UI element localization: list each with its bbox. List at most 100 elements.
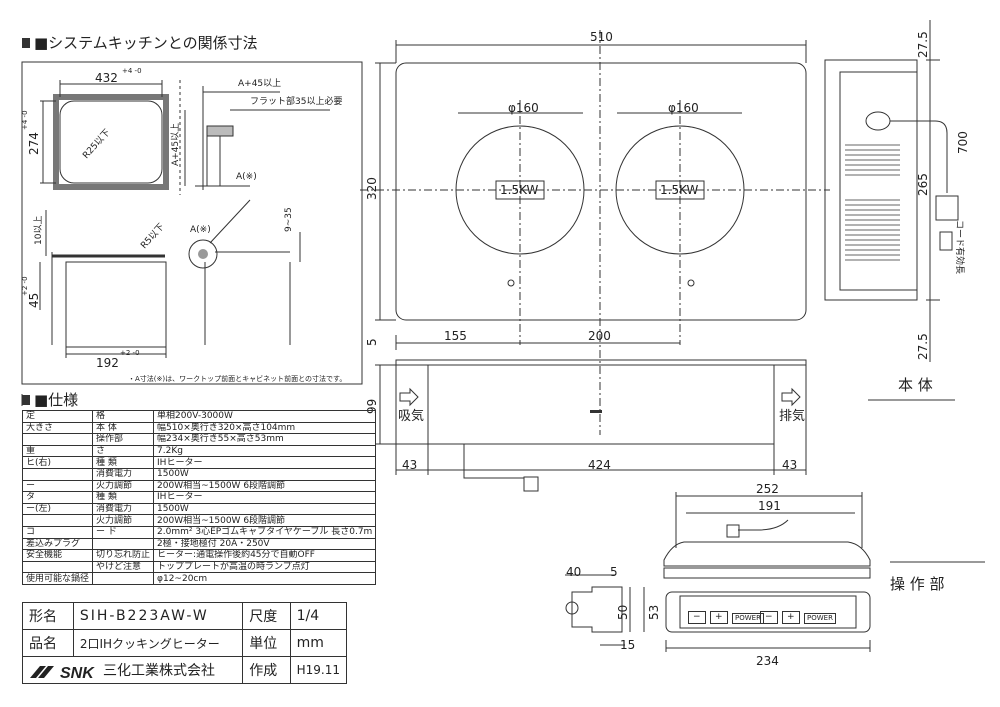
spec-key: 安全機能 xyxy=(21,549,94,562)
panel-d5: 5 xyxy=(610,565,618,579)
spec-value: 2極・接地極付 20A・250V xyxy=(153,537,377,551)
unit-label: 単位 xyxy=(242,629,291,657)
panel-w252: 252 xyxy=(756,482,779,496)
scale-label: 尺度 xyxy=(242,602,291,630)
height-320: 320 xyxy=(365,177,379,200)
cutout-inner xyxy=(59,100,163,184)
spec-key xyxy=(92,537,155,551)
spec-value: IHヒーター xyxy=(153,491,377,504)
spec-key: ー ド xyxy=(92,525,155,539)
spec-row: 操作部幅234×奥行き55×高さ53mm xyxy=(21,433,377,446)
burner-right-dia: φ160 xyxy=(668,101,699,115)
panel-d40: 40 xyxy=(566,565,582,579)
spec-key: 使用可能な鍋径 xyxy=(21,572,94,585)
panel-h50: 50 xyxy=(616,604,630,620)
body-label: 本 体 xyxy=(898,376,933,394)
spec-key xyxy=(21,514,94,527)
a-mark-lower: A(※) xyxy=(190,225,211,235)
depth-10-label: 10以上 xyxy=(34,215,44,245)
spec-key xyxy=(21,467,94,481)
right-margin-43: 43 xyxy=(782,458,798,472)
spec-key: ヒ(右) xyxy=(21,456,94,469)
flat-label: フラット部35以上必要 xyxy=(250,97,343,107)
cooktop-outline xyxy=(395,62,807,321)
h45-label: 45 xyxy=(27,292,41,308)
spec-key: ー xyxy=(21,479,94,493)
h45-tol: +2 -0 xyxy=(21,276,29,296)
a-dimension-note: ・A寸法(※)は、ワークトップ前面とキャビネット前面との寸法です。 xyxy=(128,375,347,383)
cutout-depth-tol: +4 -0 xyxy=(21,110,29,130)
burner-left xyxy=(455,125,585,255)
spec-key: 消費電力 xyxy=(92,467,155,481)
spec-key xyxy=(21,433,94,446)
name-value: 2口IHクッキングヒーター xyxy=(72,629,244,657)
spec-row: 定格単相200V-3000W xyxy=(21,410,377,423)
model-label: 形名 xyxy=(22,602,74,630)
center-width-424: 424 xyxy=(588,458,611,472)
spec-key: 切り忘れ防止 xyxy=(92,549,155,562)
width-510: 510 xyxy=(590,30,613,44)
burner-left-power: 1.5KW xyxy=(500,183,539,197)
date-value: H19.11 xyxy=(289,656,348,684)
w192-tol: +2 -0 xyxy=(120,349,140,357)
right-minus-button: − xyxy=(760,611,778,624)
spec-value: 幅234×奥行き55×高さ53mm xyxy=(153,433,377,446)
cord-length: 700 xyxy=(956,131,970,154)
side-top-27: 27.5 xyxy=(916,31,930,58)
spec-row: 大きさ本 体幅510×奥行き320×高さ104mm xyxy=(21,421,377,435)
spec-key: 消費電力 xyxy=(92,502,155,516)
cutout-width-tol: +4 -0 xyxy=(122,67,142,75)
exhaust-label: 排気 xyxy=(779,409,806,424)
spec-value: 単相200V-3000W xyxy=(153,410,377,423)
spec-key: 操作部 xyxy=(92,433,155,446)
panel-w234: 234 xyxy=(756,654,779,668)
spec-key: 火力調節 xyxy=(92,514,155,527)
spec-key: 火力調節 xyxy=(92,479,155,493)
offset-155: 155 xyxy=(444,329,467,343)
panel-w191: 191 xyxy=(758,499,781,513)
kitchen-section-title: ■システムキッチンとの関係寸法 xyxy=(34,34,258,52)
kitchen-frame xyxy=(21,61,363,385)
panel-label: 操 作 部 xyxy=(890,575,945,593)
right-plus-button: + xyxy=(782,611,800,624)
left-minus-button: − xyxy=(688,611,706,624)
left-power-button: POWER xyxy=(732,613,764,624)
spec-row: やけど注意トッププレートが高温の時ランプ点灯 xyxy=(21,560,377,574)
left-plus-button: + xyxy=(710,611,728,624)
cord-label: コード有効長 xyxy=(954,220,964,275)
spec-key: 本 体 xyxy=(92,421,155,435)
top-dim-label: A+45以上 xyxy=(238,79,282,89)
right-power-button: POWER xyxy=(804,613,836,624)
spec-key xyxy=(92,572,155,585)
model-value: SIH-B223AW-W xyxy=(72,602,244,630)
title-block: 形名 SIH-B223AW-W 尺度 1/4 品名 2口IHクッキングヒーター … xyxy=(21,602,348,684)
cutout-depth: 274 xyxy=(27,132,41,155)
unit-value: mm xyxy=(289,629,348,657)
gap-label: 9~35 xyxy=(284,207,294,232)
spec-key xyxy=(21,560,94,574)
spec-value: 7.2Kg xyxy=(153,444,377,458)
scale-value: 1/4 xyxy=(289,602,348,630)
side-middle-265: 265 xyxy=(916,173,930,196)
w192-label: 192 xyxy=(96,356,119,370)
cutout-width: 432 xyxy=(95,71,118,85)
spec-key: タ xyxy=(21,491,94,504)
spec-row: 安全機能切り忘れ防止ヒーター:通電操作後約45分で自動OFF xyxy=(21,549,377,562)
spec-key: さ xyxy=(92,444,155,458)
spec-value: 1500W xyxy=(153,502,377,516)
a-mark-upper: A(※) xyxy=(236,172,257,182)
spec-key: 重 xyxy=(21,444,94,458)
spec-value: トッププレートが高温の時ランプ点灯 xyxy=(153,560,377,574)
burner-left-dia: φ160 xyxy=(508,101,539,115)
spec-value: ヒーター:通電操作後約45分で自動OFF xyxy=(153,549,377,562)
name-label: 品名 xyxy=(22,629,74,657)
spec-key: やけど注意 xyxy=(92,560,155,574)
spec-value: IHヒーター xyxy=(153,456,377,469)
